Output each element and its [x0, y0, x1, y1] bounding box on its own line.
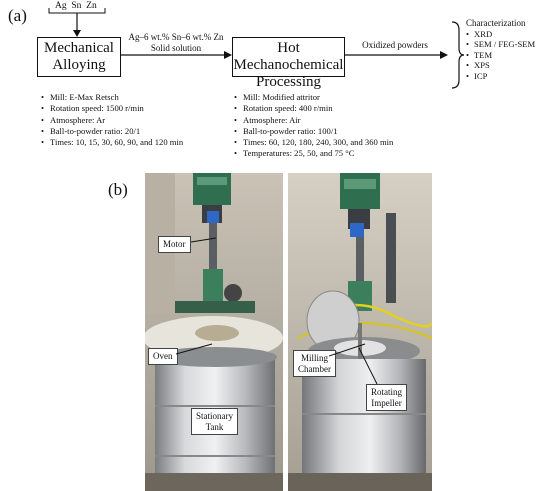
hot-mechanochemical-conditions: Mill: Modified attritor Rotation speed: … — [234, 92, 464, 160]
milling-chamber-line-1: Milling — [300, 353, 328, 363]
hm-condition: Times: 60, 120, 180, 240, 300, and 360 m… — [234, 137, 464, 148]
hot-mechanochemical-box: Hot Mechanochemical Processing — [232, 37, 345, 90]
char-item: TEM — [466, 50, 550, 60]
input-sn: Sn — [71, 1, 82, 11]
right-photo-image — [288, 173, 432, 491]
ma-condition: Atmosphere: Ar — [41, 115, 231, 126]
characterization-block: Characterization XRD SEM / FEG-SEM TEM X… — [466, 18, 550, 81]
hm-condition: Mill: Modified attritor — [234, 92, 464, 103]
char-item: XPS — [466, 60, 550, 70]
oven-pointer — [176, 343, 213, 355]
hm-condition: Rotation speed: 400 r/min — [234, 103, 464, 114]
mechanical-alloying-conditions: Mill: E-Max Retsch Rotation speed: 1500 … — [41, 92, 231, 148]
rotating-impeller-line-2: Impeller — [371, 397, 402, 408]
hm-condition: Atmosphere: Air — [234, 115, 464, 126]
left-photo-image — [145, 173, 283, 491]
ma-condition: Rotation speed: 1500 r/min — [41, 103, 231, 114]
char-item: ICP — [466, 71, 550, 81]
input-elements: Ag Sn Zn — [55, 1, 105, 12]
panel-a-label: (a) — [8, 6, 27, 25]
milling-chamber-tag: Milling Chamber — [293, 350, 336, 377]
hot-mechanochemical-title-2: Processing — [256, 74, 321, 90]
ma-condition: Ball-to-powder ratio: 20/1 — [41, 126, 231, 137]
right-photo-attritor-open — [288, 173, 432, 491]
solid-solution-label: Ag–6 wt.% Sn–6 wt.% Zn Solid solution — [121, 32, 231, 54]
stationary-tank-line-2: Tank — [205, 421, 224, 432]
char-item: XRD — [466, 29, 550, 39]
rotating-impeller-tag: Rotating Impeller — [366, 384, 407, 411]
solid-solution-text: Solid solution — [150, 43, 202, 53]
mechanical-alloying-title-2: Alloying — [52, 57, 106, 73]
motor-pointer — [191, 237, 217, 243]
mechanical-alloying-title-1: Mechanical — [44, 40, 114, 56]
hot-mechanochemical-title-1: Hot Mechanochemical — [233, 40, 344, 73]
hm-condition: Ball-to-powder ratio: 100/1 — [234, 126, 464, 137]
oven-tag: Oven — [148, 348, 178, 365]
mechanical-alloying-box: Mechanical Alloying — [37, 37, 121, 77]
solid-solution-composition: Ag–6 wt.% Sn–6 wt.% Zn — [128, 32, 224, 42]
stationary-tank-line-1: Stationary — [196, 411, 233, 421]
motor-tag: Motor — [158, 236, 191, 253]
input-bracket — [48, 8, 465, 89]
hm-condition: Temperatures: 25, 50, and 75 °C — [234, 148, 464, 159]
char-item: SEM / FEG-SEM — [466, 39, 550, 49]
rotating-impeller-line-1: Rotating — [371, 387, 402, 397]
stationary-tank-tag: Stationary Tank — [191, 408, 238, 435]
panel-b-label: (b) — [108, 180, 128, 199]
rotating-impeller-pointer — [358, 347, 378, 385]
characterization-title: Characterization — [466, 18, 526, 28]
milling-chamber-line-2: Chamber — [298, 363, 331, 374]
milling-chamber-pointer — [329, 343, 366, 357]
ma-condition: Mill: E-Max Retsch — [41, 92, 231, 103]
input-ag: Ag — [55, 1, 67, 11]
characterization-list: XRD SEM / FEG-SEM TEM XPS ICP — [466, 29, 550, 81]
left-photo-attritor — [145, 173, 283, 491]
input-zn: Zn — [86, 1, 97, 11]
oxidized-powders-label: Oxidized powders — [362, 40, 428, 50]
ma-condition: Times: 10, 15, 30, 60, 90, and 120 min — [41, 137, 231, 148]
